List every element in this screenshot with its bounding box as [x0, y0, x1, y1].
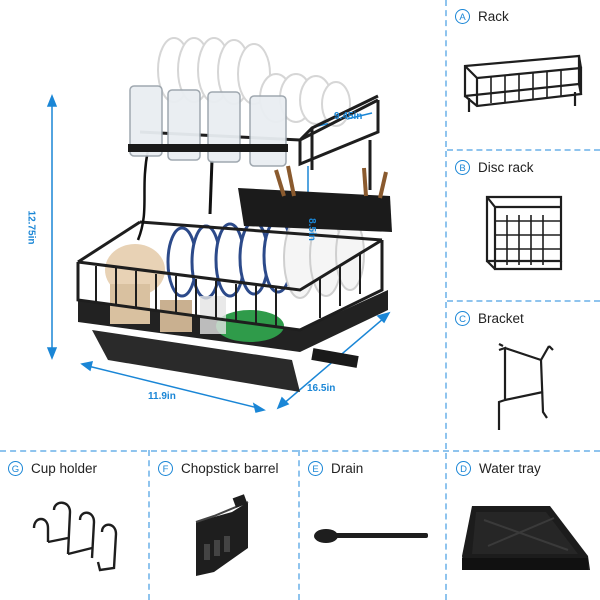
part-letter: G [8, 461, 23, 476]
drain-icon [314, 529, 428, 543]
part-label: Water tray [479, 461, 541, 476]
part-panel-water-tray: D Water tray [448, 452, 600, 600]
rack-icon [463, 54, 583, 112]
divider-right-1 [447, 149, 600, 151]
chopstick-barrel-icon [195, 494, 249, 576]
divider-bottom-2 [298, 450, 300, 600]
part-label: Rack [478, 9, 509, 24]
tier-gap-dimension-label: 8.5in [305, 218, 317, 241]
cup-holder-icon [32, 501, 118, 572]
part-letter: F [158, 461, 173, 476]
part-panel-bracket: C Bracket [447, 302, 600, 450]
depth-dimension-label: 16.5in [307, 383, 336, 394]
bracket-icon [497, 343, 554, 430]
divider-bottom [0, 450, 600, 452]
part-letter: A [455, 9, 470, 24]
length-dimension-label: 11.9in [148, 391, 176, 402]
part-label: Drain [331, 461, 364, 476]
part-panel-cup-holder: G Cup holder [0, 452, 148, 600]
part-label: Disc rack [478, 160, 534, 175]
part-letter: C [455, 311, 470, 326]
part-label: Bracket [478, 311, 524, 326]
dish-rack-illustration [46, 37, 392, 413]
upper-width-dimension-label: 9.45in [334, 111, 363, 122]
divider-right-2 [447, 300, 600, 302]
part-label: Chopstick barrel [181, 461, 279, 476]
part-panel-disc-rack: B Disc rack [447, 151, 600, 300]
divider-vertical-main [445, 0, 447, 600]
disc-rack-icon [485, 195, 563, 271]
part-panel-drain: E Drain [300, 452, 446, 600]
part-letter: D [456, 461, 471, 476]
divider-bottom-1 [148, 450, 150, 600]
water-tray-icon [462, 506, 590, 570]
part-panel-chopstick-barrel: F Chopstick barrel [150, 452, 298, 600]
part-letter: B [455, 160, 470, 175]
product-photo: 12.75in 9.45in 8.5in 11.9in 16.5in [25, 37, 392, 413]
part-panel-rack: A Rack [447, 0, 600, 149]
part-label: Cup holder [31, 461, 98, 476]
part-letter: E [308, 461, 323, 476]
height-dimension-label: 12.75in [25, 210, 37, 245]
